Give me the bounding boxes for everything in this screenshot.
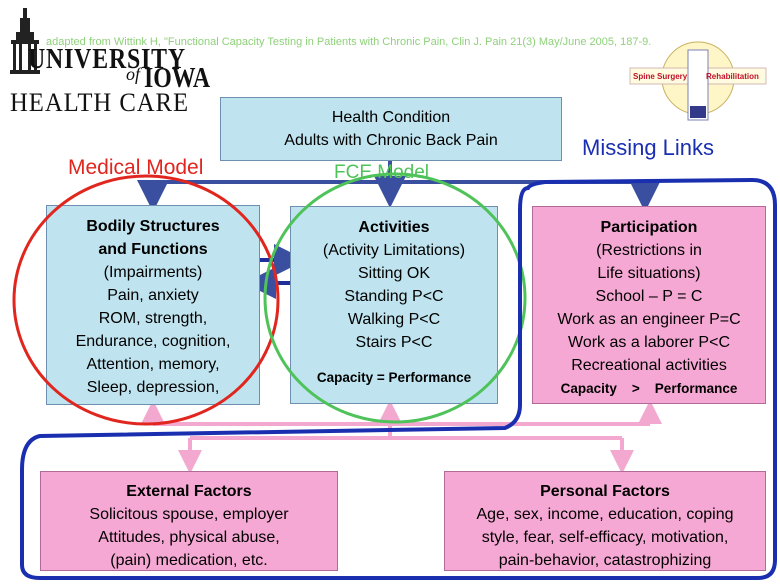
old-capitol-icon [10,8,40,74]
participation-line: (Restrictions in [596,242,702,259]
missing-links-label: Missing Links [582,135,715,160]
personal-line: style, fear, self-efficacy, motivation, [481,529,729,546]
health-condition-title: Health Condition [331,109,451,126]
participation-line: Work as an engineer P=C [557,311,741,328]
personal-line: Age, sex, income, education, coping [476,506,734,523]
citation-text: adapted from Wittink H, "Functional Capa… [46,36,652,48]
external-factors-box: External Factors Solicitous spouse, empl… [40,471,338,571]
external-line: (pain) medication, etc. [110,552,268,569]
personal-factors-box: Personal Factors Age, sex, income, educa… [444,471,766,571]
medical-model-label: Medical Model [68,156,204,179]
activities-box: Activities (Activity Limitations) Sittin… [290,206,498,404]
medical-model-circle [12,174,280,426]
bodily-title-line2: and Functions [98,241,208,258]
contextual-factor-arrows [141,400,662,474]
bodily-line: Endurance, cognition, [75,333,231,350]
bodily-structures-box: Bodily Structures and Functions (Impairm… [46,205,260,405]
participation-line: School – P = C [595,288,703,305]
activities-line: Sitting OK [357,265,431,282]
activities-line: (Activity Limitations) [322,242,466,259]
logo-of-text: of [126,64,141,84]
bodily-title-line1: Bodily Structures [86,218,220,235]
bodily-line: ROM, strength, [98,310,208,327]
external-line: Attitudes, physical abuse, [98,529,280,546]
participation-title: Participation [600,219,698,236]
external-line: Solicitous spouse, employer [89,506,289,523]
health-condition-box: Health Condition Adults with Chronic Bac… [220,97,562,161]
bodily-line: Attention, memory, [86,356,220,373]
participation-line: Life situations) [597,265,701,282]
external-title: External Factors [126,483,252,500]
activities-line: Standing P<C [344,288,444,305]
spine-surgery-logo-icon [629,41,767,121]
activities-line: Walking P<C [347,311,441,328]
spine-logo-right-text: Rehabilitation [706,72,759,81]
personal-line: pain-behavior, catastrophizing [498,552,712,569]
fce-model-label: FCE Model [334,162,430,183]
personal-title: Personal Factors [540,483,670,500]
bodily-line: Pain, anxiety [107,287,199,304]
activities-line: Stairs P<C [355,334,433,351]
logo-health-care-text: HEALTH CARE [10,88,190,117]
bodily-line: Sleep, depression, [86,379,220,396]
activities-title: Activities [358,219,430,236]
activities-capacity-footer: Capacity = Performance [316,370,472,385]
missing-links-outline [20,177,777,580]
participation-line: Recreational activities [571,357,727,374]
health-condition-subtitle: Adults with Chronic Back Pain [284,132,498,149]
participation-line: Work as a laborer P<C [568,334,730,351]
bodily-line: (Impairments) [103,264,203,281]
participation-capacity-footer: Capacity > Performance [560,381,738,396]
logo-university-text: UNIVERSITY [28,44,186,75]
participation-box: Participation (Restrictions in Life situ… [532,206,766,404]
fce-model-circle [263,172,527,424]
logo-iowa-text: IOWA [144,63,211,94]
spine-logo-left-text: Spine Surgery [633,72,688,81]
